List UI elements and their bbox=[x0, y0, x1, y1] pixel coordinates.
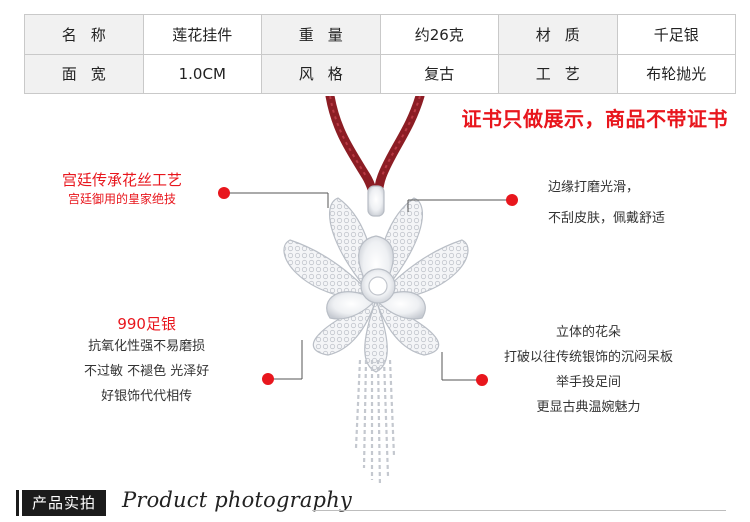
callout-title: 宫廷传承花丝工艺 bbox=[62, 171, 183, 189]
spec-label-width: 面宽 bbox=[24, 53, 144, 94]
section-tab: 产品实拍 bbox=[16, 490, 106, 516]
callout-3d-flower: 立体的花朵 打破以往传统银饰的沉闷呆板 举手投足间 更显古典温婉魅力 bbox=[504, 320, 673, 420]
callout-line: 好银饰代代相传 bbox=[101, 389, 193, 404]
spec-label-weight: 重量 bbox=[261, 14, 381, 55]
section-script-title: Product photography bbox=[122, 488, 352, 512]
callout-line: 立体的花朵 bbox=[556, 325, 622, 340]
spec-value-craft: 布轮抛光 bbox=[616, 53, 736, 94]
tassel-chains bbox=[354, 359, 396, 486]
spec-label-material: 材质 bbox=[498, 14, 618, 55]
product-illustration bbox=[218, 96, 518, 486]
spec-value-width: 1.0CM bbox=[142, 53, 262, 94]
callout-subtitle: 宫廷御用的皇家绝技 bbox=[68, 192, 177, 206]
certificate-notice: 证书只做展示，商品不带证书 bbox=[461, 107, 728, 131]
spec-value-weight: 约26克 bbox=[379, 14, 499, 55]
lotus-flower bbox=[283, 197, 469, 373]
spec-label-style: 风格 bbox=[261, 53, 381, 94]
spec-row: 面宽 1.0CM 风格 复古 工艺 布轮抛光 bbox=[24, 53, 736, 94]
callout-line: 更显古典温婉魅力 bbox=[536, 400, 641, 415]
spec-label-craft: 工艺 bbox=[498, 53, 618, 94]
callout-title: 990足银 bbox=[117, 315, 176, 333]
spec-row: 名称 莲花挂件 重量 约26克 材质 千足银 bbox=[24, 14, 736, 55]
callout-line: 不过敏 不褪色 光泽好 bbox=[84, 364, 210, 379]
callout-line: 打破以往传统银饰的沉闷呆板 bbox=[504, 350, 674, 365]
callout-line: 边缘打磨光滑， bbox=[548, 180, 640, 195]
callout-fine-silver: 990足银 抗氧化性强不易磨损 不过敏 不褪色 光泽好 好银饰代代相传 bbox=[84, 314, 209, 409]
spec-value-material: 千足银 bbox=[616, 14, 736, 55]
callout-leaders bbox=[218, 187, 518, 386]
spec-label-name: 名称 bbox=[24, 14, 144, 55]
callout-line: 不刮皮肤，佩戴舒适 bbox=[548, 211, 666, 226]
callout-line: 举手投足间 bbox=[556, 375, 622, 390]
callout-polished-edge: 边缘打磨光滑， 不刮皮肤，佩戴舒适 bbox=[548, 172, 665, 234]
section-header: 产品实拍 Product photography bbox=[16, 486, 726, 522]
callout-filigree-craft: 宫廷传承花丝工艺 宫廷御用的皇家绝技 bbox=[62, 170, 182, 208]
pendant-bail bbox=[367, 185, 385, 217]
section-divider bbox=[312, 510, 726, 511]
spec-value-name: 莲花挂件 bbox=[142, 14, 262, 55]
spec-table: 名称 莲花挂件 重量 约26克 材质 千足银 面宽 1.0CM 风格 复古 工艺… bbox=[24, 14, 736, 94]
callout-line: 抗氧化性强不易磨损 bbox=[88, 339, 206, 354]
spec-value-style: 复古 bbox=[379, 53, 499, 94]
